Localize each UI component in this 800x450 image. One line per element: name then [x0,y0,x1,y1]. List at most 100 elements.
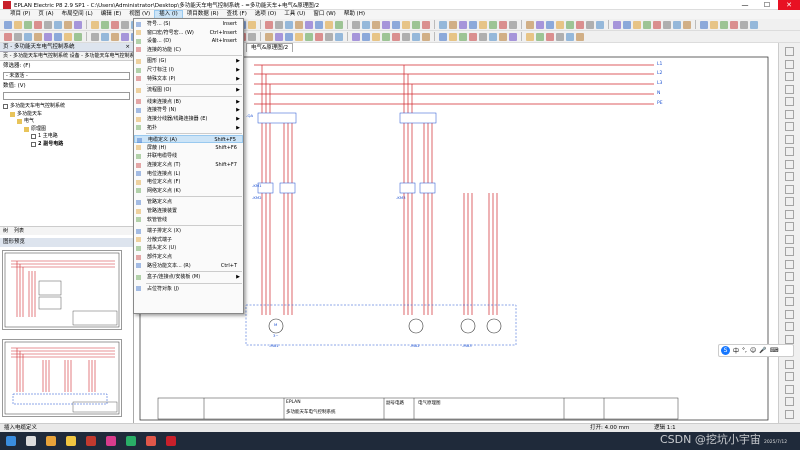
toolbar-tool-icon[interactable] [526,20,534,29]
toolbar-tool-icon[interactable] [392,20,400,29]
toolbar-tool-icon[interactable] [586,20,594,29]
toolbar-tool-icon[interactable] [750,20,758,29]
toolbar-tool-icon[interactable] [295,20,303,29]
toolbar-tool-icon[interactable] [422,20,430,29]
panel-tab-0[interactable]: 树 [3,228,9,234]
toolbar-tool-icon[interactable] [576,32,584,41]
toolbar-tool-icon[interactable] [54,20,62,29]
drawing-tool-icon[interactable] [785,159,794,169]
toolbar-tool-icon[interactable] [121,32,129,41]
menu-3[interactable]: 编辑 (E) [100,11,122,17]
insert-menu-item[interactable]: 窗口宏/符号宏... (W)Ctrl+Insert [134,29,243,37]
menu-11[interactable]: 帮助 (H) [343,11,365,17]
drawing-tool-icon[interactable] [785,109,794,119]
toolbar-tool-icon[interactable] [479,32,487,41]
toolbar-tool-icon[interactable] [576,20,584,29]
toolbar-tool-icon[interactable] [536,32,544,41]
drawing-tool-icon[interactable] [785,397,794,406]
toolbar-tool-icon[interactable] [372,20,380,29]
drawing-tool-icon[interactable] [785,322,794,331]
panel-tab-strip[interactable]: 页 - 多功能天车电气控制系统 设备 - 多功能天车电气控制系统 [0,52,133,61]
toolbar-tool-icon[interactable] [305,32,313,41]
drawing-tool-icon[interactable] [785,384,794,394]
ime-punct-icon[interactable]: °, [742,347,747,354]
toolbar-tool-icon[interactable] [64,32,72,41]
drawing-tool-icon[interactable] [785,272,794,281]
toolbar-tool-icon[interactable] [653,20,661,29]
insert-menu-item[interactable]: 电位连接点 (L) [134,170,243,178]
drawing-tool-icon[interactable] [785,284,794,294]
page-thumbnail-1[interactable] [2,250,122,330]
drawing-tool-icon[interactable] [785,134,794,144]
toolbar-tool-icon[interactable] [556,32,564,41]
toolbar-tool-icon[interactable] [248,20,256,29]
tree-node-folder[interactable]: 电气 [3,118,130,126]
toolbar-tool-icon[interactable] [44,20,52,29]
insert-menu-item[interactable]: 部件定义点 [134,253,243,261]
toolbar-tool-icon[interactable] [499,20,507,29]
menu-7[interactable]: 查找 (F) [226,11,247,17]
toolbar-tool-icon[interactable] [352,20,360,29]
toolbar-tool-icon[interactable] [673,20,681,29]
toolbar-tool-icon[interactable] [91,32,99,41]
toolbar-tool-icon[interactable] [101,32,109,41]
insert-menu-item[interactable]: 设备... (D)Alt+Insert [134,37,243,45]
toolbar-tool-icon[interactable] [489,32,497,41]
toolbar-tool-icon[interactable] [315,32,323,41]
drawing-tool-icon[interactable] [785,72,794,81]
drawing-tool-icon[interactable] [785,184,794,194]
toolbar-tool-icon[interactable] [101,20,109,29]
toolbar-tool-icon[interactable] [265,20,273,29]
insert-menu-item[interactable]: 插头定义 (U) [134,244,243,252]
insert-menu-item[interactable]: 图形 (G)▶ [134,57,243,65]
toolbar-tool-icon[interactable] [402,32,410,41]
toolbar-tool-icon[interactable] [34,32,42,41]
drawing-tool-icon[interactable] [785,247,794,256]
media-icon[interactable] [146,436,156,446]
insert-menu-item[interactable]: 分散式端子 [134,236,243,244]
page-thumbnail-2[interactable] [2,339,122,417]
insert-menu-item[interactable]: 端子排定义 (X) [134,227,243,235]
toolbar-tool-icon[interactable] [546,20,554,29]
toolbar-tool-icon[interactable] [422,32,430,41]
toolbar-tool-icon[interactable] [24,20,32,29]
toolbar-tool-icon[interactable] [613,20,621,29]
toolbar-tool-icon[interactable] [633,20,641,29]
filter-select[interactable]: - 未激活 - [3,72,130,80]
document-tab[interactable]: 电气&原理图/2 [246,43,294,52]
toolbar-tool-icon[interactable] [275,32,283,41]
toolbar-tool-icon[interactable] [362,20,370,29]
drawing-tool-icon[interactable] [785,309,794,319]
toolbar-tool-icon[interactable] [275,20,283,29]
toolbar-tool-icon[interactable] [449,20,457,29]
toolbar-tool-icon[interactable] [536,20,544,29]
eplan-taskbar-icon[interactable] [166,436,176,446]
menu-4[interactable]: 视图 (V) [129,11,151,17]
wps-icon[interactable] [86,436,96,446]
ime-toolbar[interactable]: S 中 °, ☺ 🎤 ⌨ [718,344,794,357]
menu-10[interactable]: 窗口 (W) [313,11,336,17]
drawing-tool-icon[interactable] [785,409,794,419]
toolbar-tool-icon[interactable] [489,20,497,29]
chrome-icon[interactable] [46,436,56,446]
toolbar-tool-icon[interactable] [111,32,119,41]
toolbar-tool-icon[interactable] [623,20,631,29]
drawing-tool-icon[interactable] [785,259,794,269]
toolbar-tool-icon[interactable] [509,20,517,29]
drawing-tool-icon[interactable] [785,334,794,344]
toolbar-tool-icon[interactable] [285,32,293,41]
app-icon[interactable] [106,436,116,446]
drawing-tool-icon[interactable] [785,172,794,181]
toolbar-tool-icon[interactable] [643,20,651,29]
insert-menu-item[interactable]: 电缆定义 (A)Shift+F5 [134,135,243,144]
toolbar-tool-icon[interactable] [402,20,410,29]
toolbar-tool-icon[interactable] [710,20,718,29]
search-icon[interactable] [26,436,36,446]
drawing-tool-icon[interactable] [785,234,794,244]
toolbar-tool-icon[interactable] [14,32,22,41]
ime-language[interactable]: 中 [733,348,740,355]
drawing-tool-icon[interactable] [785,372,794,381]
toolbar-tool-icon[interactable] [526,32,534,41]
toolbar-tool-icon[interactable] [305,20,313,29]
toolbar-tool-icon[interactable] [362,32,370,41]
